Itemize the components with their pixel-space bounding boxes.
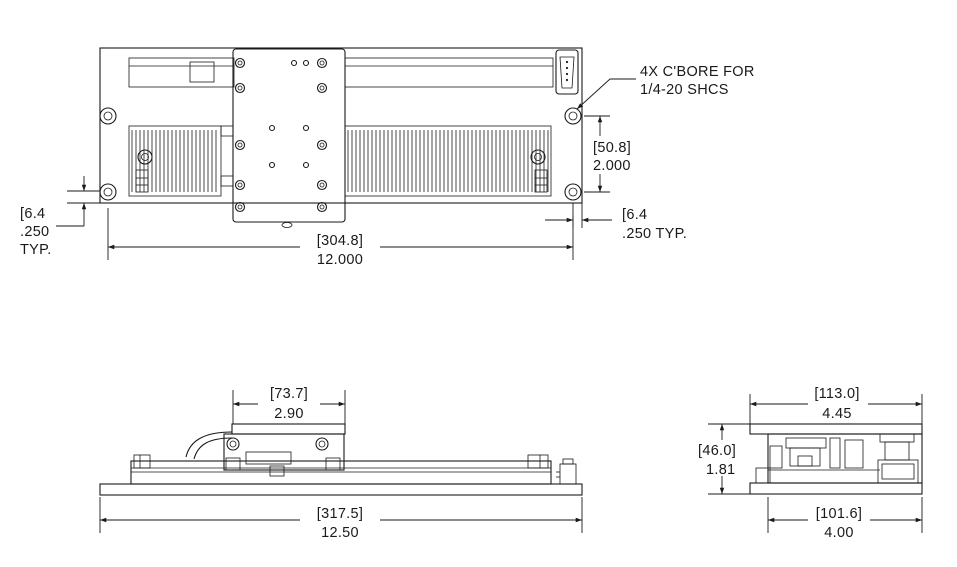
carriage-tapped-hole xyxy=(302,124,310,132)
note-line-2: 1/4-20 SHCS xyxy=(640,82,729,98)
counterbore-hole xyxy=(99,183,117,201)
dim-right-offset: [6.4 .250 TYP. xyxy=(545,203,687,242)
counterbore-hole xyxy=(99,107,117,125)
end-carriage-top xyxy=(749,423,923,435)
dim-hole-spacing-inch: 12.000 xyxy=(317,252,363,268)
dim-row-spacing-inch: 2.000 xyxy=(593,158,631,174)
carriage-screw-hole xyxy=(234,82,246,94)
cable xyxy=(185,431,233,458)
dim-row-spacing-mm: [50.8] xyxy=(593,140,631,156)
db9-connector xyxy=(555,49,579,95)
carriage-screw-hole xyxy=(234,139,246,151)
carriage-screw-hole-inner xyxy=(319,182,325,188)
note-line-1: 4X C'BORE FOR xyxy=(640,64,755,80)
dim-base-width-mm: [101.6] xyxy=(816,506,862,522)
top-view: [6.4 .250 TYP. [304.8] 12.000 [6.4 .250 … xyxy=(20,47,755,268)
carriage-screw-hole xyxy=(316,57,328,69)
carriage-tapped-hole xyxy=(302,59,310,67)
carriage-screw-hole xyxy=(234,57,246,69)
carriage-screw-hole-inner xyxy=(237,142,243,148)
dim-hole-spacing-mm: [304.8] xyxy=(317,233,363,249)
dim-left-offset-inch: .250 xyxy=(20,224,49,240)
dim-row-spacing: [50.8] 2.000 xyxy=(584,115,631,193)
dim-overall-width-inch: 4.45 xyxy=(822,406,851,422)
counterbore-hole xyxy=(564,183,582,201)
dim-base-width-inch: 4.00 xyxy=(824,525,853,541)
carriage-screw-hole xyxy=(234,179,246,191)
carriage-screw-hole xyxy=(316,139,328,151)
end-view: [113.0] 4.45 [101.6] 4.00 [46.0] 1.81 xyxy=(698,386,923,541)
side-base-plate xyxy=(99,483,583,496)
end-details xyxy=(755,433,919,484)
carriage-screw-hole-inner xyxy=(237,182,243,188)
dim-base-width: [101.6] 4.00 xyxy=(767,497,923,541)
carriage-screw-hole xyxy=(316,201,328,213)
counterbore-note: 4X C'BORE FOR 1/4-20 SHCS xyxy=(576,64,755,110)
limit-sensor-left xyxy=(135,149,153,193)
counterbore-hole xyxy=(564,107,582,125)
dim-left-offset: [6.4 .250 TYP. xyxy=(20,176,100,258)
dim-overall-length-inch: 12.50 xyxy=(321,525,359,541)
counterbore-hole-inner xyxy=(103,187,113,197)
carriage-screw-hole-inner xyxy=(319,142,325,148)
dim-hole-spacing: [304.8] 12.000 xyxy=(107,208,574,268)
carriage-screw-hole-inner xyxy=(237,204,243,210)
counterbore-holes xyxy=(99,107,582,201)
dim-right-offset-mm: [6.4 xyxy=(622,207,647,223)
dim-left-offset-typ: TYP. xyxy=(20,242,52,258)
side-view: [73.7] 2.90 [317.5] 12.50 xyxy=(99,386,583,541)
carriage-screw-hole-inner xyxy=(237,85,243,91)
base-plate xyxy=(99,47,583,204)
dim-height: [46.0] 1.81 xyxy=(698,423,750,495)
dim-overall-length: [317.5] 12.50 xyxy=(99,497,583,541)
counterbore-hole-inner xyxy=(568,187,578,197)
carriage-screw-hole-inner xyxy=(319,85,325,91)
carriage-side xyxy=(223,423,346,477)
dim-overall-width-mm: [113.0] xyxy=(814,386,859,402)
dim-height-mm: [46.0] xyxy=(698,443,736,459)
dim-overall-width: [113.0] 4.45 xyxy=(749,386,923,424)
dim-right-offset-inch: .250 TYP. xyxy=(622,226,687,242)
dim-left-offset-mm: [6.4 xyxy=(20,206,45,222)
counterbore-hole-inner xyxy=(103,111,113,121)
carriage-tapped-hole xyxy=(302,161,310,169)
end-base-plate xyxy=(749,482,923,495)
heat-sink-left xyxy=(128,125,222,197)
dim-overall-length-mm: [317.5] xyxy=(317,506,363,522)
carriage-screw-hole xyxy=(316,82,328,94)
side-body xyxy=(130,460,552,485)
carriage-screw-hole xyxy=(234,201,246,213)
carriage-screw-hole-inner xyxy=(237,60,243,66)
carriage-screw-hole xyxy=(316,179,328,191)
carriage-tapped-hole xyxy=(268,161,276,169)
rail-cover xyxy=(128,57,554,88)
carriage-screw-hole-inner xyxy=(319,204,325,210)
carriage-tapped-hole xyxy=(290,59,298,67)
heat-sink-right xyxy=(344,125,552,197)
carriage-tapped-hole xyxy=(268,124,276,132)
dim-height-inch: 1.81 xyxy=(706,462,735,478)
dim-carriage-width-mm: [73.7] xyxy=(270,386,308,402)
carriage-top xyxy=(220,48,346,228)
dim-carriage-width: [73.7] 2.90 xyxy=(232,386,346,424)
side-connector xyxy=(556,458,577,485)
limit-sensor-right xyxy=(530,149,548,193)
dim-carriage-width-inch: 2.90 xyxy=(274,406,303,422)
carriage-screw-hole-inner xyxy=(319,60,325,66)
counterbore-hole-inner xyxy=(568,111,578,121)
